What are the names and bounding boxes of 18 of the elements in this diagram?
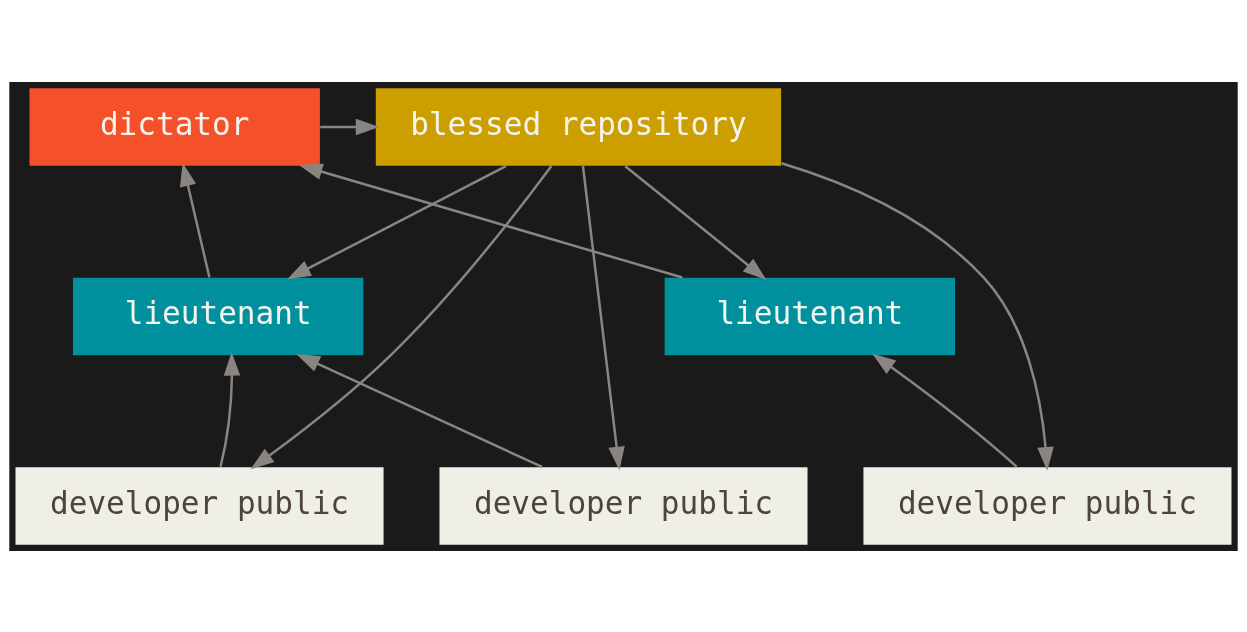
arrow [250, 164, 553, 469]
node-box: developer public [439, 466, 808, 545]
node-box: developer public [863, 466, 1232, 545]
node-box: lieutenant [664, 277, 956, 355]
node-box: lieutenant [72, 277, 364, 355]
node-box: blessed repository [375, 87, 782, 166]
node-box: dictator [29, 87, 320, 166]
arrow [287, 164, 507, 279]
arrow [219, 351, 241, 467]
arrow [624, 164, 767, 280]
arrow [872, 353, 1018, 468]
arrow [179, 162, 211, 278]
node-box: developer public [15, 466, 384, 545]
arrow [296, 353, 543, 468]
arrow [781, 161, 1054, 471]
arrow [298, 163, 683, 279]
arrow [581, 165, 625, 470]
arrow [320, 118, 380, 135]
